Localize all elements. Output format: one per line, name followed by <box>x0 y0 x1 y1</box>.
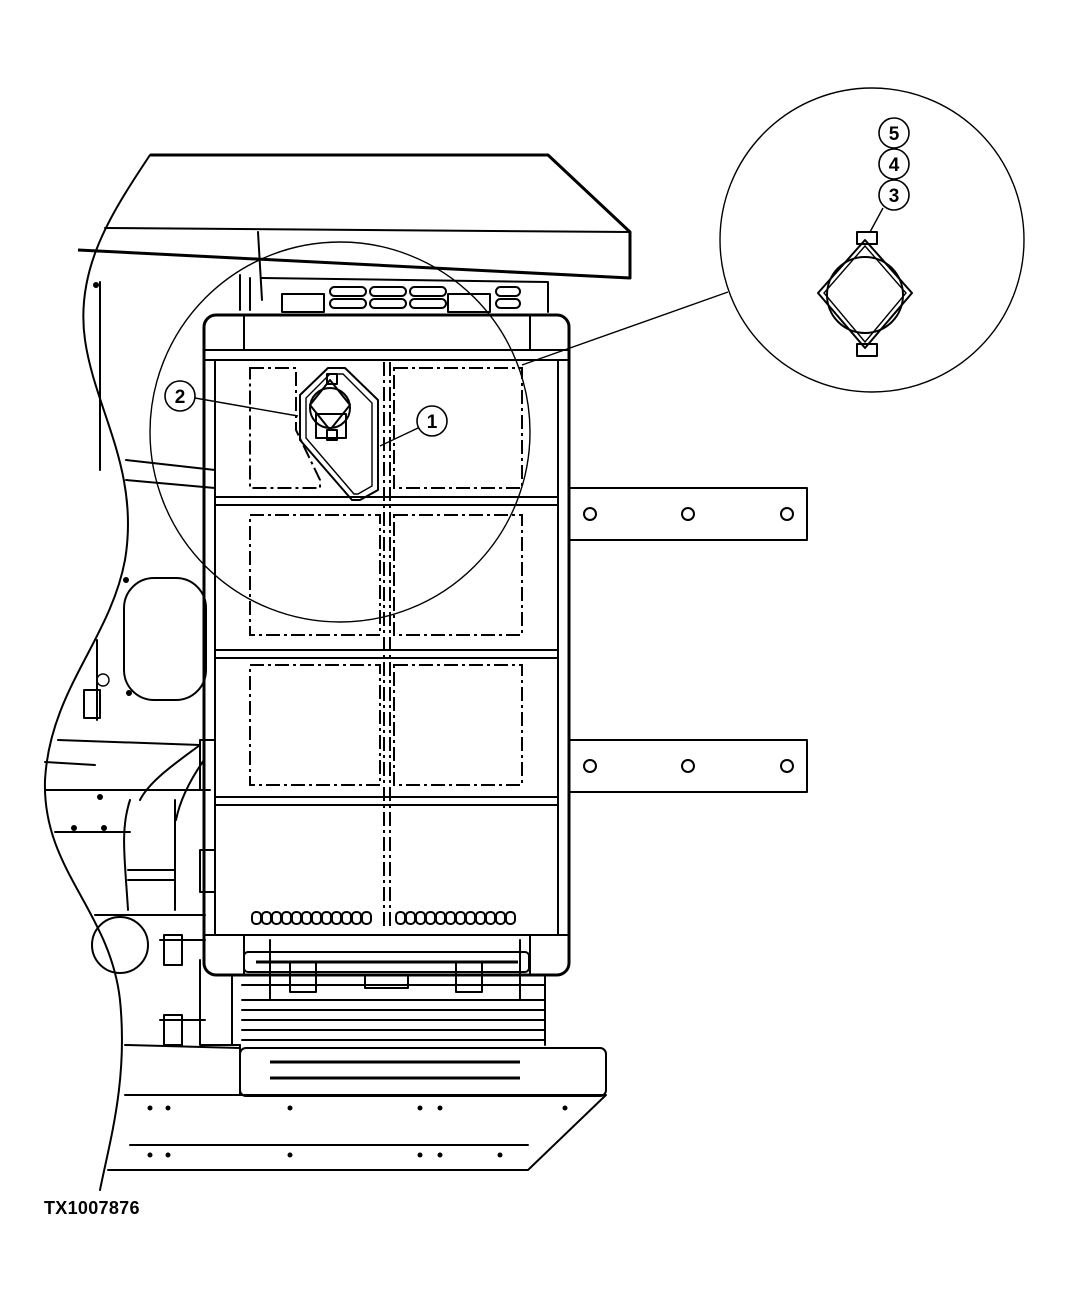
callout-1: 1 <box>379 405 448 447</box>
lower-assembly <box>107 939 607 1171</box>
left-body-structure <box>44 281 216 1046</box>
figure-id-label: TX1007876 <box>44 1198 140 1218</box>
callout-2: 2 <box>164 380 299 417</box>
top-brackets <box>281 286 521 313</box>
svg-text:3: 3 <box>889 186 900 207</box>
callout-5: 5 <box>878 117 910 149</box>
cooler-cells <box>249 367 523 786</box>
coolant-reservoir <box>299 367 379 501</box>
side-mount-bars <box>568 487 808 793</box>
detail-area-circle <box>149 241 531 623</box>
radiator-hoses <box>139 739 216 893</box>
detail-leader-line <box>521 291 729 366</box>
svg-text:1: 1 <box>427 412 438 433</box>
break-line-left <box>43 154 151 1191</box>
hood-panel <box>77 153 632 313</box>
svg-text:5: 5 <box>889 124 900 145</box>
svg-text:4: 4 <box>889 155 900 176</box>
detail-inset <box>719 87 1025 393</box>
callout-3: 3 <box>878 179 910 211</box>
callout-4: 4 <box>878 148 910 180</box>
svg-text:2: 2 <box>175 387 186 408</box>
radiator-frame <box>202 313 571 977</box>
grille-slots <box>251 911 516 925</box>
